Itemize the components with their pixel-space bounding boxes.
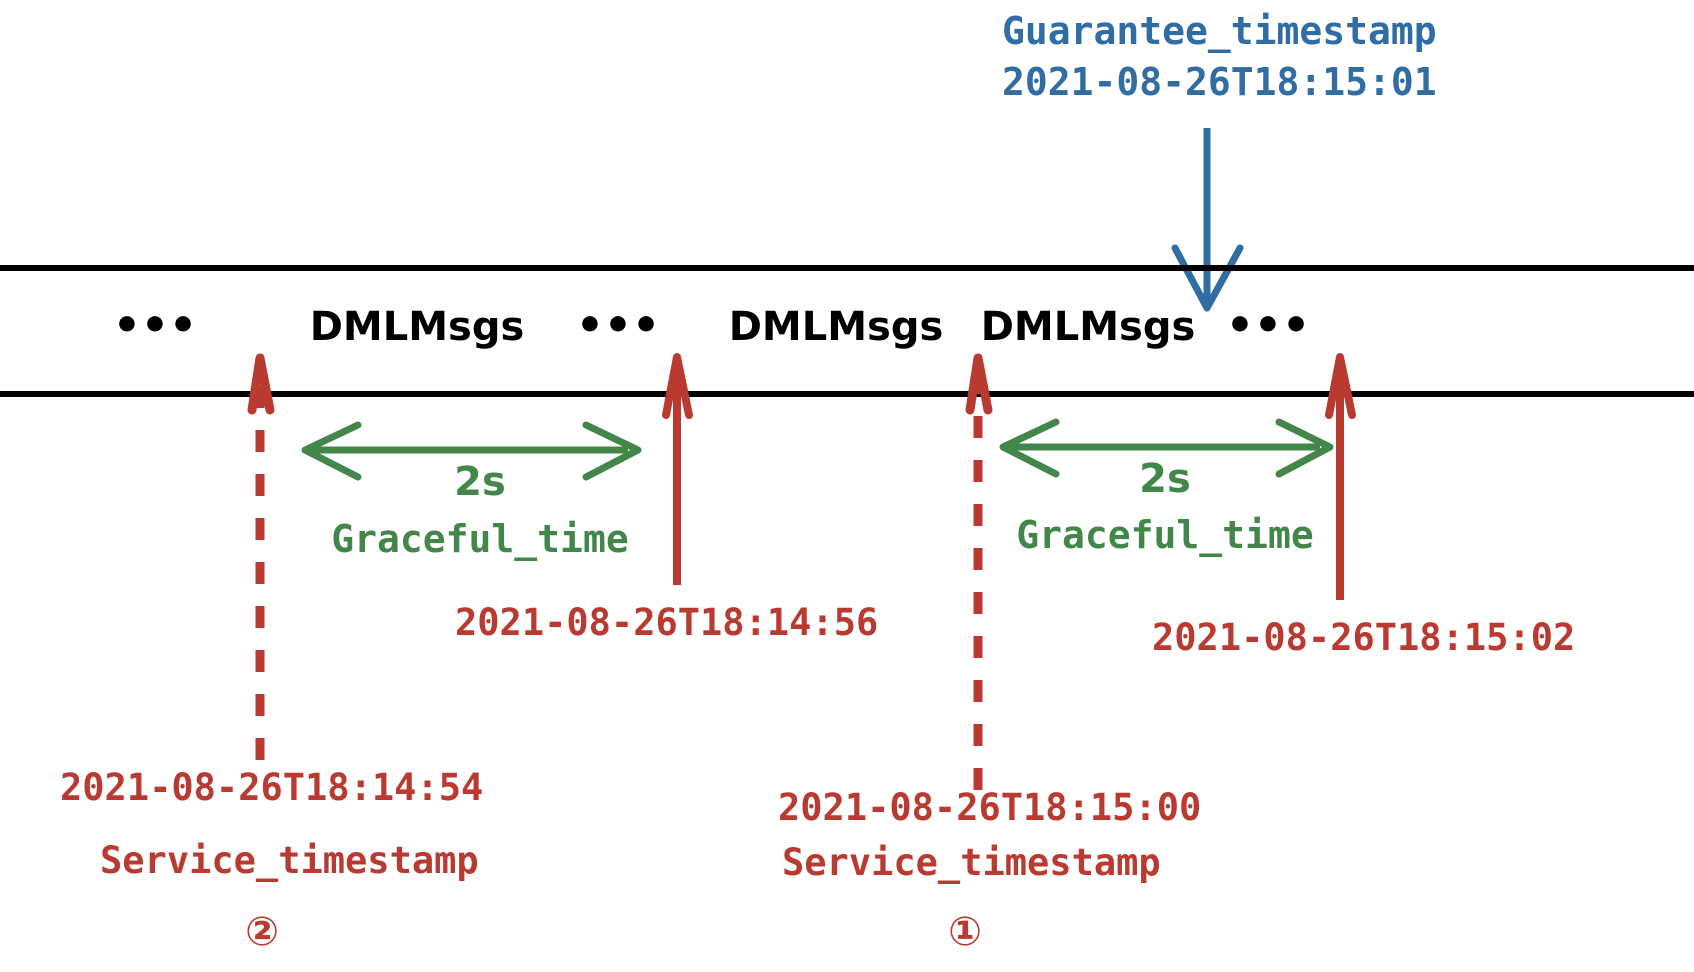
graceful-time-left-duration: 2s: [454, 459, 506, 505]
service-timestamp-left-marker: [247, 353, 275, 760]
stream-label-dmlmsgs-2: DMLMsgs: [729, 304, 944, 350]
guarantee-arrow-icon: [1171, 128, 1244, 312]
guarantee-timestamp-label: Guarantee_timestamp: [1002, 9, 1437, 53]
graceful-time-right-duration: 2s: [1139, 456, 1191, 502]
service-timestamp-right-label: Service_timestamp: [782, 841, 1161, 884]
stream-ellipsis-3: •••: [1226, 300, 1310, 351]
solid-timestamp-left-value: 2021-08-26T18:14:56: [455, 601, 878, 644]
service-timestamp-left-label: Service_timestamp: [100, 839, 479, 882]
graceful-time-left-arrow-icon: [301, 421, 642, 481]
service-timestamp-right-index: ①: [948, 909, 982, 955]
stream-label-dmlmsgs-1: DMLMsgs: [310, 304, 525, 350]
solid-timestamp-right-marker: [1325, 353, 1356, 600]
stream-ellipsis-1: •••: [113, 300, 197, 351]
graceful-time-right-arrow-icon: [999, 418, 1334, 478]
graceful-time-left-label: Graceful_time: [331, 517, 628, 561]
solid-timestamp-right-value: 2021-08-26T18:15:02: [1152, 616, 1575, 659]
service-timestamp-right-value: 2021-08-26T18:15:00: [778, 786, 1201, 829]
stream-ellipsis-2: •••: [576, 300, 660, 351]
graceful-time-right-label: Graceful_time: [1016, 513, 1313, 557]
service-timestamp-right-marker: [965, 353, 993, 790]
service-timestamp-left-index: ②: [245, 909, 279, 955]
service-timestamp-left-value: 2021-08-26T18:14:54: [60, 766, 483, 809]
guarantee-timestamp-value: 2021-08-26T18:15:01: [1002, 60, 1437, 104]
solid-timestamp-left-marker: [662, 353, 693, 585]
stream-label-dmlmsgs-3: DMLMsgs: [981, 304, 1196, 350]
